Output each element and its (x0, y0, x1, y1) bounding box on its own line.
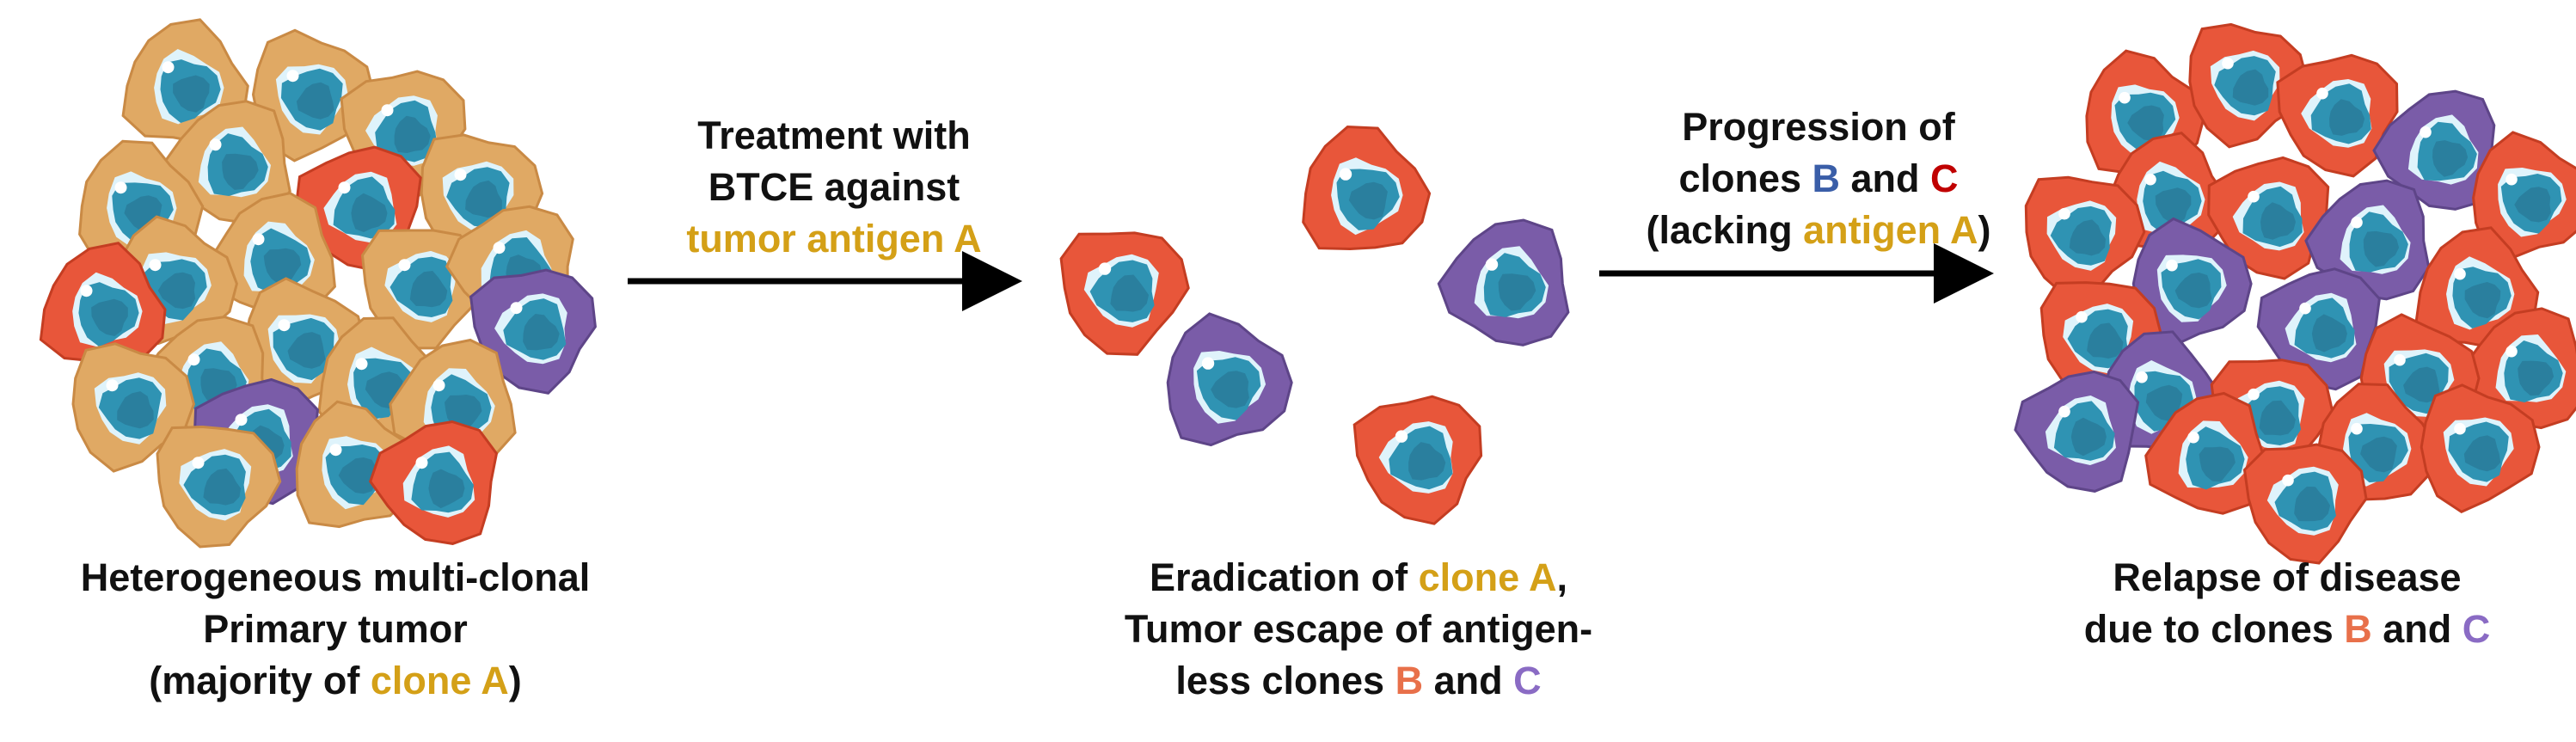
caption-line: Heterogeneous multi-clonal (26, 552, 645, 604)
tumor-cell-tan (121, 18, 249, 144)
escaped-clones-group (1059, 125, 1570, 525)
caption-line: (lacking antigen A) (1556, 205, 2081, 256)
caption-text: clone A (370, 659, 509, 702)
tumor-cell-red (1302, 125, 1432, 251)
caption-line: Relapse of disease (2012, 552, 2562, 604)
tumor-cell-red (2207, 156, 2330, 280)
caption-line: tumor antigen A (593, 213, 1075, 265)
tumor-cell-red (1059, 231, 1190, 356)
caption-text: Treatment with (697, 113, 971, 157)
caption-text: ) (508, 659, 522, 702)
caption-text: Heterogeneous multi-clonal (80, 555, 591, 599)
relapse-tumor-cluster (2014, 22, 2576, 565)
primary-tumor-cluster (39, 18, 597, 549)
caption-line: (majority of clone A) (26, 655, 645, 707)
tumor-cell-purple (2131, 217, 2253, 347)
tumor-cell-purple (2372, 89, 2498, 211)
caption-text: B (1395, 659, 1424, 702)
caption-text: Tumor escape of antigen- (1124, 607, 1593, 651)
tumor-cell-red (2024, 175, 2146, 298)
caption-text: Relapse of disease (2113, 555, 2462, 599)
caption-line: Tumor escape of antigen- (1058, 604, 1659, 655)
caption-text: C (1513, 659, 1542, 702)
caption-line: Eradication of clone A, (1058, 552, 1659, 604)
tumor-cell-purple (2256, 267, 2381, 391)
escape-caption: Eradication of clone A,Tumor escape of a… (1058, 552, 1659, 707)
caption-text: antigen A (1803, 208, 1978, 252)
tumor-cell-purple (2014, 370, 2140, 493)
caption-text: Primary tumor (203, 607, 468, 651)
caption-text: clone A (1418, 555, 1557, 599)
tumor-cell-red (2420, 383, 2541, 514)
caption-text: and (1423, 659, 1514, 702)
tumor-cell-tan (156, 425, 282, 549)
tumor-cell-red (2276, 53, 2399, 178)
tumor-cell-red (39, 242, 167, 368)
tumor-cell-purple (469, 268, 597, 395)
caption-text: C (1930, 156, 1959, 200)
tumor-cell-purple (1166, 312, 1293, 447)
caption-text: ) (1978, 208, 1991, 252)
relapse-caption: Relapse of disease due to clones B and C (2012, 552, 2562, 655)
caption-text: and (2371, 607, 2463, 651)
caption-line: Treatment with (593, 110, 1075, 162)
caption-text: B (1812, 156, 1841, 200)
caption-text: C (2462, 607, 2491, 651)
caption-text: , (1556, 555, 1567, 599)
caption-line: less clones B and C (1058, 655, 1659, 707)
caption-text: less clones (1175, 659, 1395, 702)
tumor-cell-red (1352, 395, 1483, 525)
caption-text: Progression of (1682, 105, 1955, 149)
tumor-cell-red (2144, 391, 2269, 515)
tumor-cell-red (369, 420, 499, 545)
caption-line: Primary tumor (26, 604, 645, 655)
caption-text: BTCE against (708, 165, 960, 209)
caption-text: tumor antigen A (686, 217, 982, 261)
caption-text: (majority of (149, 659, 371, 702)
caption-line: clones B and C (1556, 153, 2081, 205)
tumor-cell-red (2472, 131, 2576, 259)
tumor-cell-purple (1437, 218, 1570, 346)
caption-text: and (1840, 156, 1931, 200)
caption-text: due to clones (2083, 607, 2345, 651)
caption-line: due to clones B and C (2012, 604, 2562, 655)
caption-text: clones (1678, 156, 1812, 200)
caption-line: Progression of (1556, 101, 2081, 153)
tumor-cell-red (2188, 22, 2309, 149)
caption-text: Eradication of (1150, 555, 1419, 599)
caption-text: (lacking (1646, 208, 1804, 252)
tumor-cell-tan (71, 342, 195, 473)
caption-text: B (2344, 607, 2372, 651)
caption-line: BTCE against (593, 162, 1075, 213)
tumor-cell-red (2242, 443, 2368, 565)
